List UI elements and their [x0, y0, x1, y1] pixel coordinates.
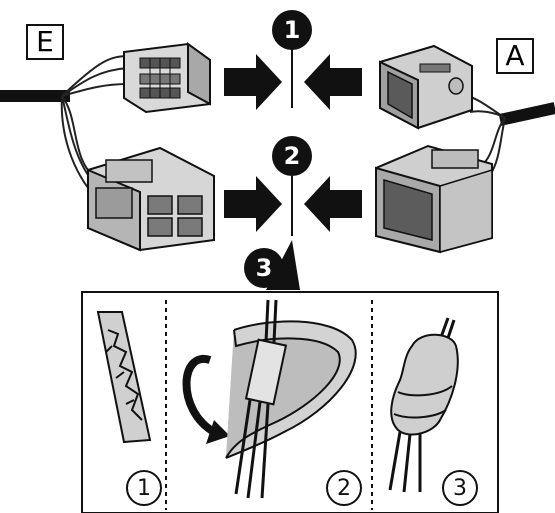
connector-label-left: E	[26, 24, 64, 60]
connector-label-right: A	[496, 38, 534, 74]
step1-arrows	[224, 44, 362, 110]
step-marker-3: 3	[244, 248, 284, 288]
step-marker-2: 2	[272, 136, 312, 176]
large-plug-left	[88, 148, 214, 250]
small-plug-left	[124, 44, 210, 112]
large-socket-right	[376, 146, 492, 252]
step2-arrows	[224, 176, 362, 236]
detail-step-2: 2	[326, 470, 362, 506]
step-marker-1: 1	[272, 10, 312, 50]
detail-step-3: 3	[442, 470, 478, 506]
small-socket-right	[380, 46, 472, 128]
detail-step-1: 1	[126, 470, 162, 506]
